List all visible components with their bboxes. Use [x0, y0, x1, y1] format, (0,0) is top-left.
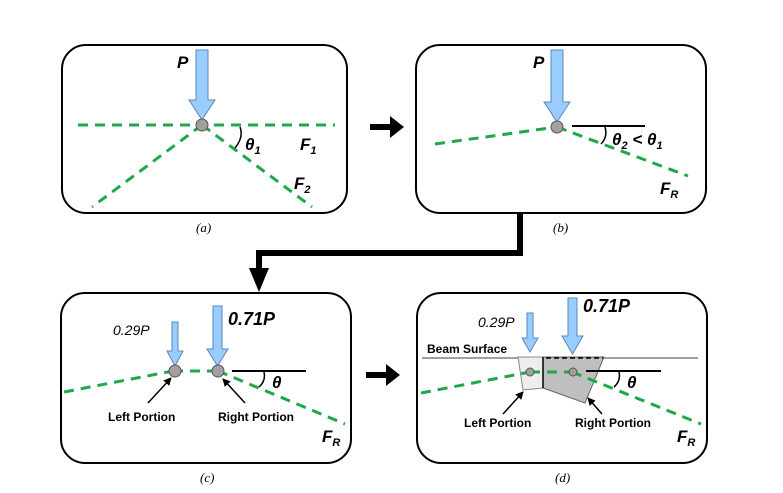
force-line-left	[420, 370, 531, 395]
beam-surface-label: Beam Surface	[427, 342, 507, 356]
force-line-f2	[201, 123, 313, 209]
caption-a: (a)	[196, 220, 211, 235]
force-line-fr	[571, 370, 702, 426]
pointer-left-portion	[502, 391, 524, 415]
force-line-left	[63, 369, 174, 394]
angle-arc	[234, 126, 242, 149]
force-label-f2: F2	[294, 174, 311, 196]
flow-arrow-c-to-d	[366, 364, 400, 386]
panel-a: P θ1 F1 F2 (a)	[61, 44, 348, 235]
pointer-right-portion	[587, 397, 603, 415]
flow-arrow-b-to-c-head	[249, 268, 269, 292]
caption-d: (d)	[555, 470, 570, 485]
caption-c: (c)	[200, 470, 214, 485]
force-line-left	[434, 125, 558, 146]
flow-arrow-b-to-c	[256, 213, 523, 272]
pointer-left-portion	[147, 377, 172, 404]
panel-c: 0.29P 0.71P θ Left Portion Right Portion…	[60, 292, 352, 485]
joint-node	[550, 120, 564, 134]
panel-b: P θ2 < θ1 FR (b)	[415, 44, 707, 235]
angle-arc	[613, 371, 621, 388]
caption-b: (b)	[553, 220, 568, 235]
right-portion-label: Right Portion	[575, 416, 651, 430]
load-arrow-right	[561, 297, 584, 355]
load-arrow-left	[166, 321, 184, 368]
angle-label: θ1	[245, 135, 261, 157]
force-label-f1: F1	[300, 135, 317, 157]
left-node	[525, 367, 535, 377]
pointer-right-portion	[222, 378, 246, 404]
panel-c-frame	[60, 292, 352, 464]
load-label: P	[177, 53, 189, 72]
load-arrow-right	[206, 305, 229, 367]
angle-arc	[600, 126, 607, 145]
left-portion-label: Left Portion	[464, 416, 531, 430]
force-label-fr: FR	[677, 427, 695, 449]
load-label-left: 0.29P	[478, 314, 515, 330]
force-label-fr: FR	[322, 427, 340, 449]
angle-label: θ	[627, 373, 637, 392]
load-label-right: 0.71P	[583, 296, 631, 316]
angle-arc	[258, 371, 266, 388]
load-arrow-left	[521, 312, 539, 354]
joint-node	[195, 118, 209, 132]
angle-label: θ	[272, 373, 282, 392]
flow-arrow-a-to-b	[370, 116, 404, 138]
load-arrow-p	[188, 49, 216, 121]
right-node	[211, 364, 225, 378]
load-label-left: 0.29P	[113, 322, 150, 338]
load-label: P	[533, 53, 545, 72]
panel-d: Beam Surface 0.29P 0.71P θ Left Portion …	[416, 292, 708, 485]
right-node	[568, 367, 578, 377]
load-label-right: 0.71P	[228, 309, 276, 329]
left-node	[168, 364, 182, 378]
force-line-fr	[217, 369, 346, 426]
load-arrow-p	[543, 49, 571, 123]
left-portion-label: Left Portion	[108, 410, 175, 424]
force-label-fr: FR	[660, 179, 678, 201]
force-line-fr	[556, 125, 689, 178]
force-line-left	[91, 123, 203, 209]
right-portion-label: Right Portion	[218, 410, 294, 424]
angle-comparison-label: θ2 < θ1	[612, 130, 663, 152]
